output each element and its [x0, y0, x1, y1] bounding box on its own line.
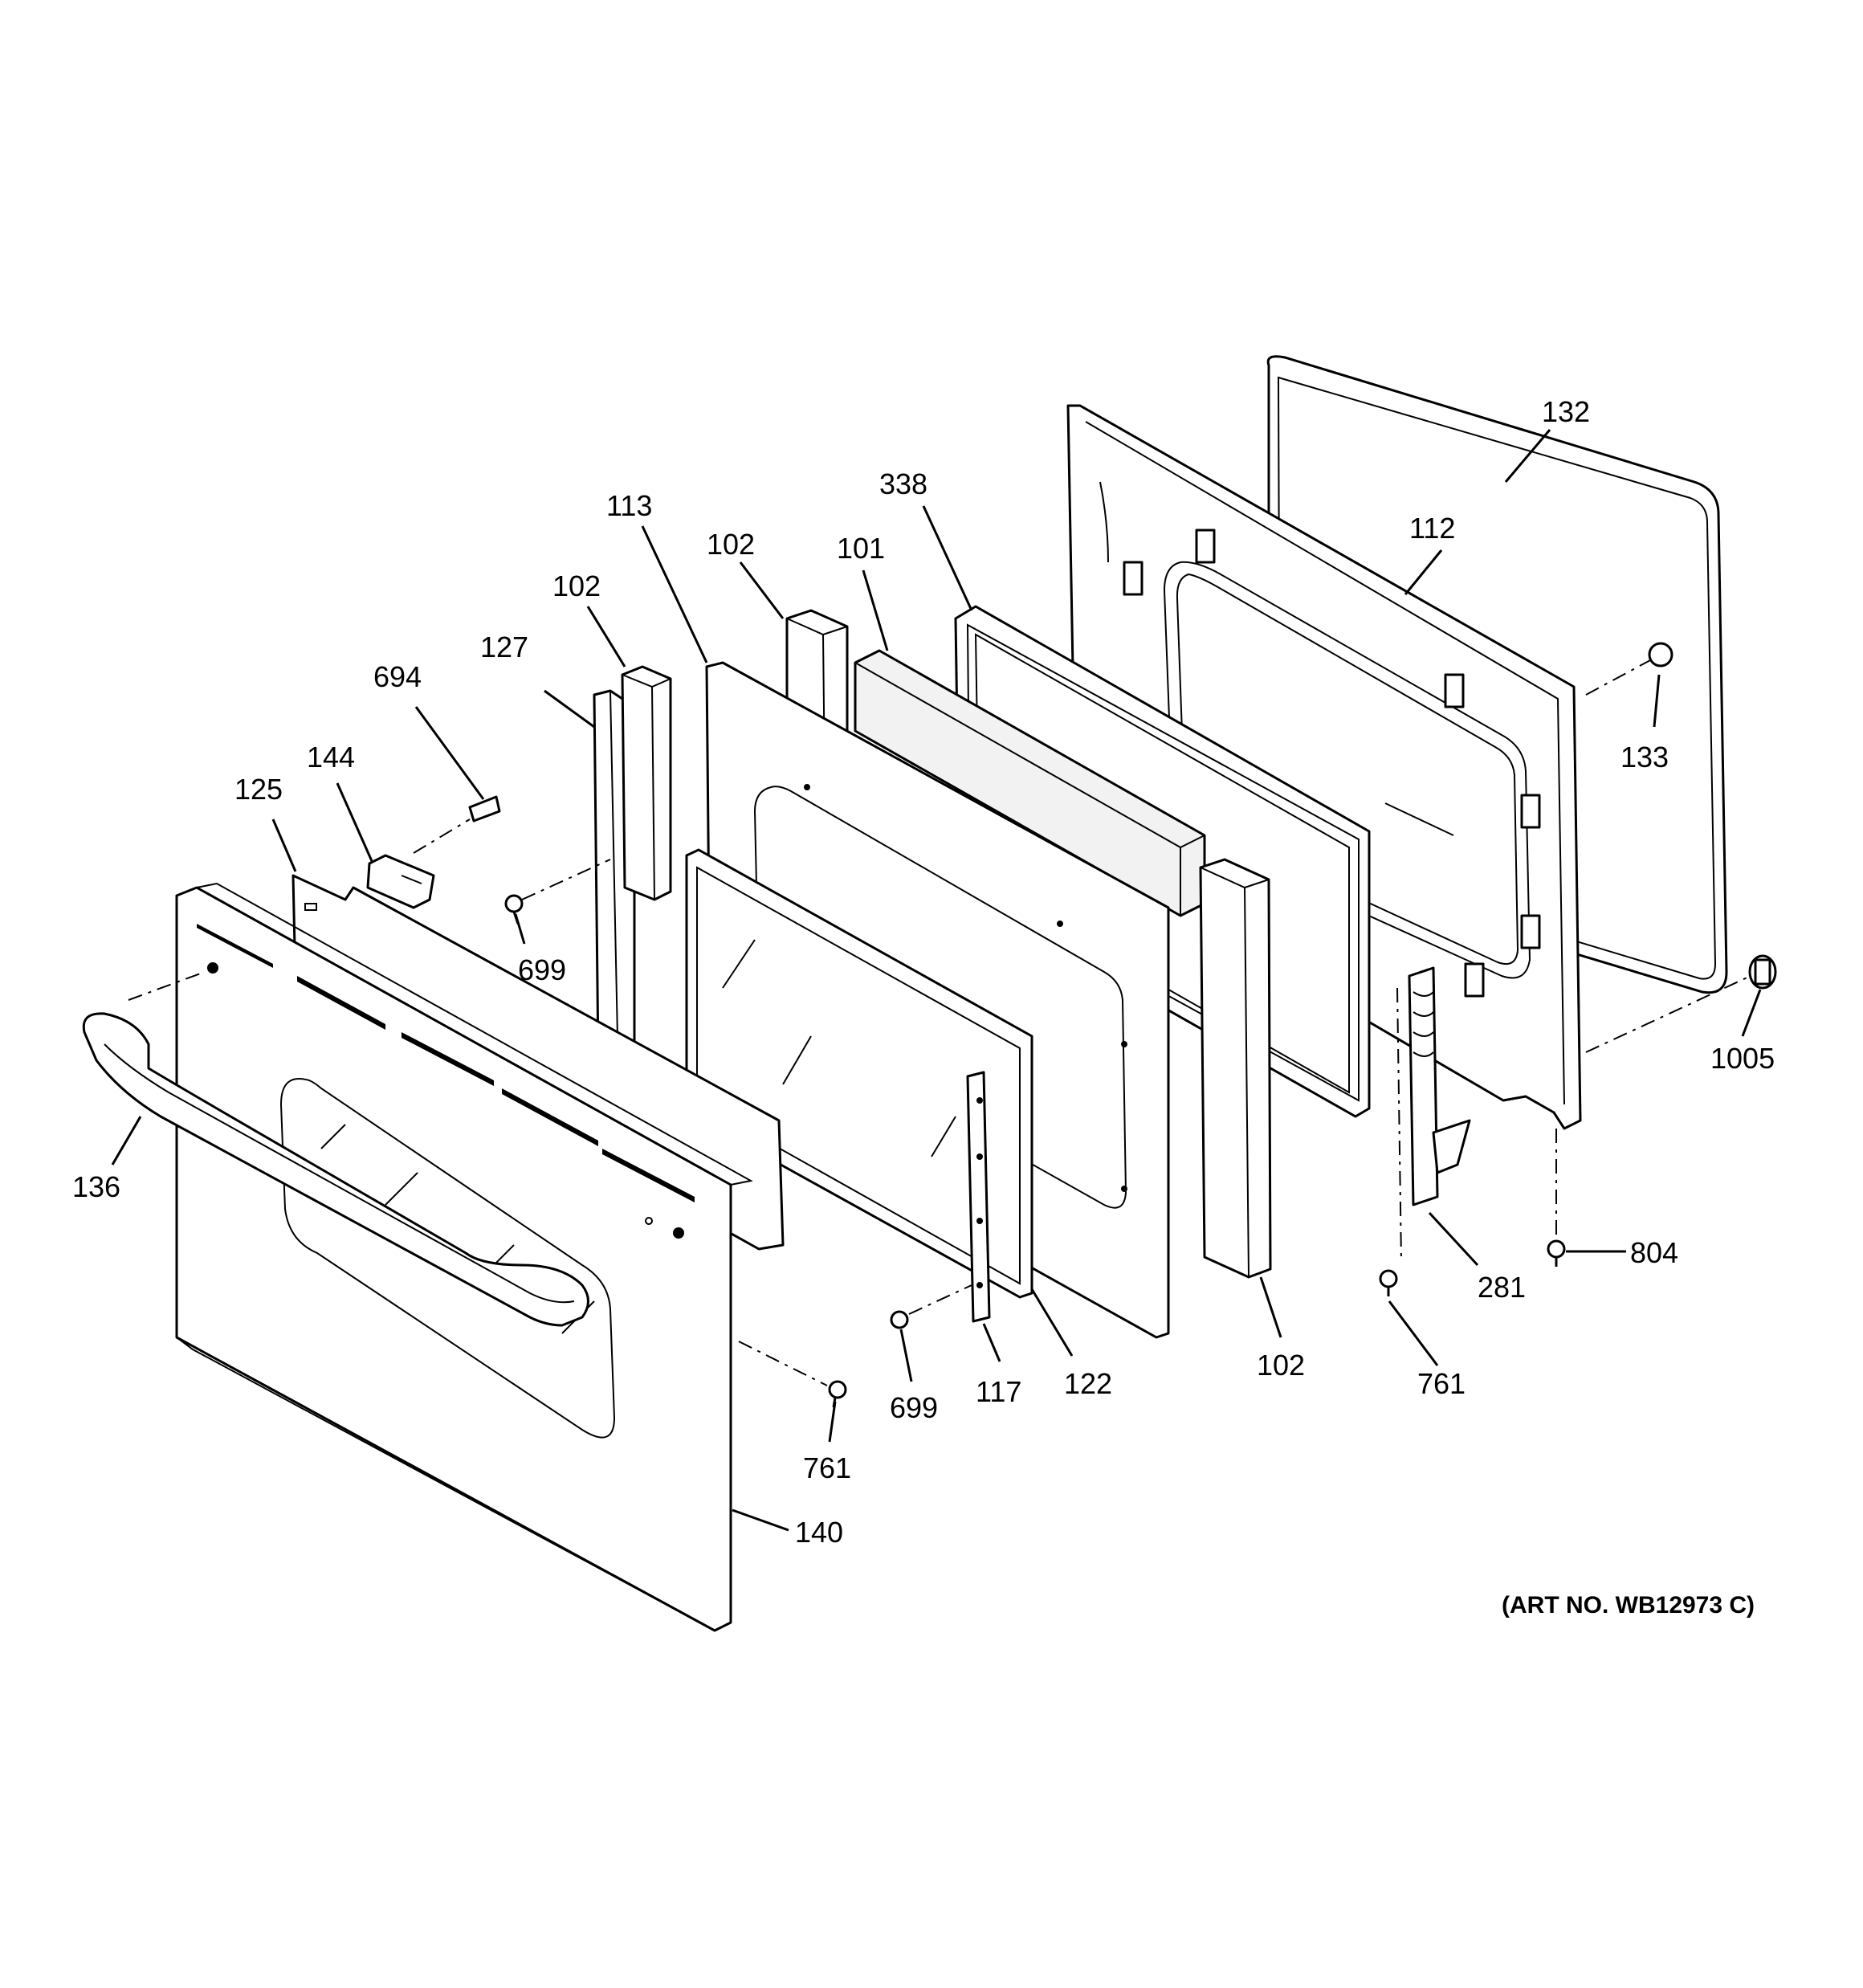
- clip-144: [366, 854, 435, 909]
- callout-102-right: 102: [1257, 1349, 1305, 1382]
- callout-804: 804: [1630, 1236, 1678, 1269]
- art-number: (ART NO. WB12973 C): [1502, 1592, 1755, 1619]
- callout-338: 338: [879, 467, 927, 500]
- callout-140: 140: [795, 1516, 843, 1549]
- callout-133: 133: [1620, 741, 1669, 774]
- screw-804: [1547, 1129, 1566, 1267]
- bumper-133: [1585, 642, 1673, 696]
- callout-699-lower: 699: [890, 1391, 938, 1424]
- callout-136: 136: [72, 1170, 120, 1203]
- callout-699-upper: 699: [518, 953, 566, 986]
- insulation-spacer-102-left: [621, 665, 672, 901]
- hinge-bracket-117: [966, 1071, 991, 1323]
- callout-112: 112: [1409, 512, 1455, 545]
- screw-761-right: [1379, 1269, 1398, 1296]
- callout-144: 144: [307, 741, 355, 774]
- screw-694: [413, 795, 501, 854]
- callout-102-center: 102: [707, 528, 755, 561]
- door-liner-112: [1066, 404, 1582, 1130]
- callout-761-lower: 761: [803, 1451, 851, 1484]
- screw-1005: [1585, 954, 1777, 1053]
- screw-761-lower: [738, 1341, 847, 1408]
- callout-labels: 132 112 133 338 101 102 113 102 127 694 …: [72, 395, 1775, 1619]
- callout-122: 122: [1064, 1367, 1112, 1400]
- callout-281: 281: [1478, 1271, 1526, 1304]
- callout-694: 694: [373, 660, 422, 693]
- insulation-spacer-102-right: [1199, 858, 1272, 1279]
- screw-699-upper: [504, 859, 611, 925]
- hinge-281: [1396, 966, 1471, 1262]
- door-handle-136: [82, 971, 589, 1327]
- leader-lines: [111, 429, 1762, 1532]
- screw-699-lower: [890, 1284, 972, 1329]
- callout-125: 125: [234, 773, 283, 806]
- callout-117: 117: [976, 1375, 1021, 1408]
- callout-127: 127: [480, 631, 528, 663]
- callout-102-left: 102: [552, 569, 601, 602]
- callout-113: 113: [606, 489, 652, 522]
- callout-1005: 1005: [1710, 1042, 1775, 1075]
- callout-761-right: 761: [1417, 1367, 1466, 1400]
- callout-132: 132: [1542, 395, 1590, 428]
- callout-101: 101: [837, 532, 885, 565]
